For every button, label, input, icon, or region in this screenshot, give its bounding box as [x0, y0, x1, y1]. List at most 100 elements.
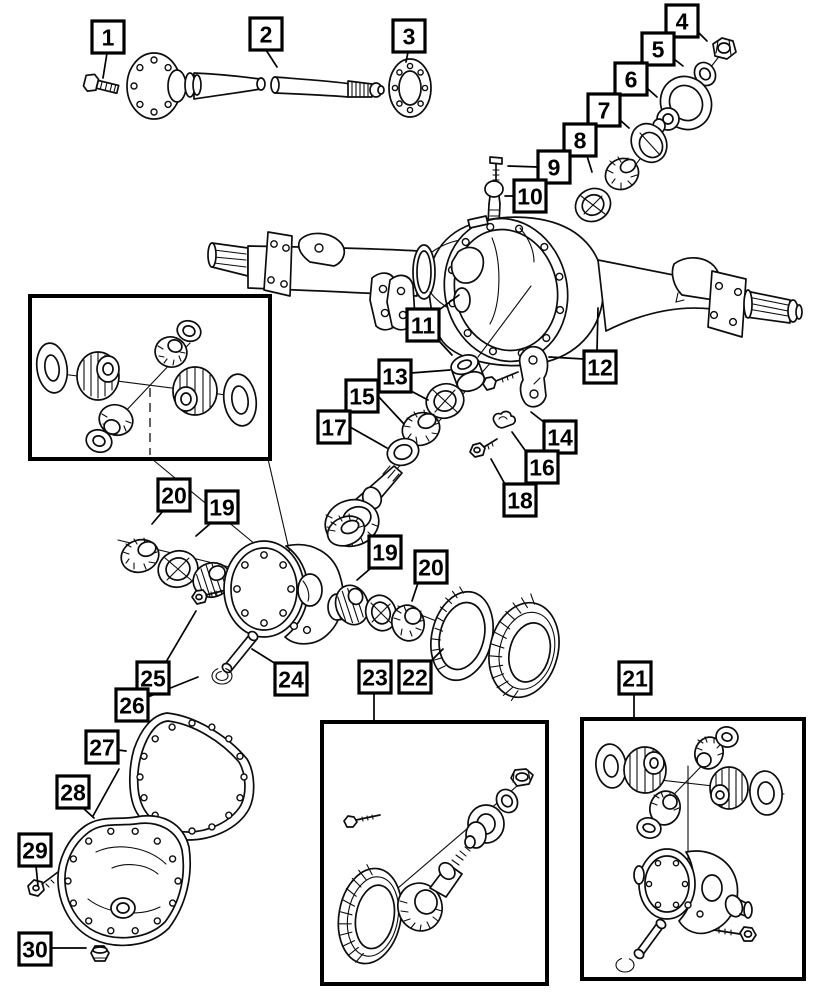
- callout-label-29: 29: [22, 838, 48, 864]
- callout-leader-6: [647, 88, 658, 98]
- callout-27[interactable]: [84, 729, 120, 765]
- callout-label-14: 14: [547, 425, 573, 451]
- callout-3[interactable]: [391, 18, 427, 54]
- callout-leader-19-right: [356, 567, 372, 581]
- callout-label-2: 2: [260, 22, 273, 48]
- callout-20-right[interactable]: [413, 549, 449, 585]
- outer-pinion-bearing: [604, 156, 640, 191]
- callout-label-17: 17: [321, 415, 347, 441]
- callout-24[interactable]: [273, 661, 309, 697]
- callout-2[interactable]: [248, 16, 284, 52]
- callout-21[interactable]: [617, 660, 653, 696]
- callout-30[interactable]: [17, 931, 53, 967]
- ring-and-pinion-kit: [337, 768, 534, 965]
- axle-flange-gasket: [388, 58, 432, 118]
- callout-leader-24: [251, 648, 277, 665]
- callout-28[interactable]: [55, 774, 91, 810]
- callout-15[interactable]: [344, 378, 380, 414]
- callout-leader-19-left: [195, 522, 212, 537]
- cross-shaft: [221, 630, 259, 674]
- callout-label-21: 21: [622, 666, 648, 692]
- snap-ring: [211, 667, 233, 685]
- callout-label-5: 5: [652, 37, 665, 63]
- callout-label-20-right: 20: [418, 555, 444, 581]
- callout-leader-18: [490, 458, 507, 487]
- wheel-stud: [82, 73, 120, 95]
- callout-label-26: 26: [119, 693, 145, 719]
- retainer-clip: [492, 410, 517, 429]
- pinion-depth-washer: [386, 437, 420, 467]
- callout-5[interactable]: [640, 31, 676, 67]
- parts-artwork: [27, 37, 803, 973]
- callout-14[interactable]: [542, 419, 578, 455]
- callout-13[interactable]: [377, 358, 413, 394]
- spider-gear-kit: [35, 319, 258, 455]
- callout-4[interactable]: [664, 3, 700, 39]
- callout-label-27: 27: [89, 735, 115, 761]
- drive-pinion-head: [326, 513, 366, 547]
- callout-29[interactable]: [17, 832, 53, 868]
- callout-label-15: 15: [349, 384, 375, 410]
- axle-housing: [207, 215, 803, 367]
- callout-22[interactable]: [397, 659, 433, 695]
- callout-label-28: 28: [60, 780, 86, 806]
- callout-label-3: 3: [403, 24, 416, 50]
- callout-11[interactable]: [405, 307, 441, 343]
- callout-label-11: 11: [411, 313, 436, 339]
- callout-leader-13: [410, 390, 429, 401]
- callout-label-12: 12: [587, 355, 613, 381]
- side-bearing-left: [120, 537, 160, 574]
- callout-10[interactable]: [512, 178, 548, 214]
- callout-label-8: 8: [574, 128, 587, 154]
- callout-label-24: 24: [278, 667, 304, 693]
- callout-23[interactable]: [357, 659, 393, 695]
- callout-16[interactable]: [524, 449, 560, 485]
- callout-leader-20-right: [411, 582, 419, 602]
- callout-leader-25: [165, 610, 197, 663]
- callout-12[interactable]: [582, 349, 618, 385]
- side-bearing-cup-left: [157, 549, 199, 589]
- inset-frame-spider-gears: [28, 294, 272, 461]
- callout-leader-9: [507, 165, 539, 168]
- callout-7[interactable]: [586, 92, 622, 128]
- differential-kit: [595, 726, 783, 973]
- callout-leader-15: [377, 395, 405, 425]
- cover-gasket: [128, 712, 255, 841]
- callout-leader-12: [548, 356, 585, 360]
- callout-leader-12: [596, 307, 599, 352]
- callout-17[interactable]: [316, 409, 352, 445]
- pinion-seal: [630, 122, 668, 164]
- callout-leader-3: [405, 51, 409, 63]
- carrier-bolt: [482, 371, 519, 391]
- callout-label-1: 1: [102, 25, 115, 51]
- callout-label-20-left: 20: [161, 483, 187, 509]
- callout-label-18: 18: [507, 488, 533, 514]
- ring-gear: [488, 593, 560, 702]
- callout-label-13: 13: [382, 364, 408, 390]
- callout-18[interactable]: [502, 482, 538, 518]
- callout-label-6: 6: [625, 67, 638, 93]
- callout-1[interactable]: [90, 19, 126, 55]
- callout-9[interactable]: [536, 149, 572, 185]
- fill-plug: [90, 945, 110, 962]
- callout-20-left[interactable]: [156, 477, 192, 513]
- callout-19-right[interactable]: [367, 534, 403, 570]
- bearing-adjuster-left: [192, 561, 232, 599]
- callout-6[interactable]: [613, 61, 649, 97]
- callout-leader-27: [92, 768, 120, 817]
- inset-frame-ring-pinion: [320, 720, 549, 986]
- callout-label-7: 7: [598, 98, 611, 124]
- pinion-nut: [712, 37, 737, 60]
- callout-label-25: 25: [140, 666, 166, 692]
- callout-26[interactable]: [114, 687, 150, 723]
- callout-19-left[interactable]: [204, 489, 240, 525]
- callout-leader-22: [430, 648, 444, 662]
- assembly-line: [477, 285, 532, 358]
- axle-shaft: [126, 52, 266, 120]
- callout-leader-8: [586, 155, 593, 173]
- side-bearing-cup-right: [364, 594, 398, 632]
- ring-gear-spacer: [430, 586, 494, 682]
- inner-pinion-bearing: [401, 409, 441, 447]
